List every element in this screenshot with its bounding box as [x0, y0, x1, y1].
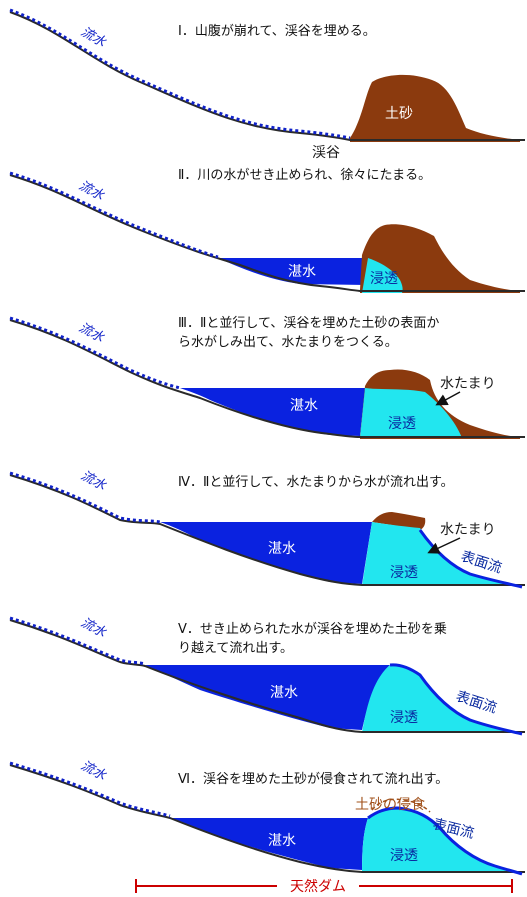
stage-6-reservoir-label: 湛水: [268, 833, 296, 849]
stage-4: Ⅳ．Ⅱと並行して、水たまりから水が流れ出す。 流水 湛水 浸透 水たまり 表面流: [9, 468, 525, 589]
stage-5-flowing-water: [9, 616, 146, 666]
dam-label: 天然ダム: [290, 878, 346, 895]
stage-4-reservoir: [160, 522, 372, 584]
stage-4-flow-label: 流水: [78, 468, 109, 494]
stage-1-sediment-label: 土砂: [385, 106, 413, 122]
stage-5-reservoir: [145, 665, 390, 730]
stage-5-surface-flow: [389, 663, 523, 736]
stage-6-reservoir: [170, 818, 368, 870]
stage-4-seepage-label: 浸透: [390, 565, 418, 581]
stage-6-surface-flow: [367, 806, 523, 876]
stage-3-seepage-label: 浸透: [388, 416, 416, 432]
stage-6: Ⅵ．渓谷を埋めた土砂が侵食されて流れ出す。 流水 湛水 浸透 表面流 土砂の侵食: [9, 758, 525, 876]
stage-4-sediment: [372, 512, 426, 530]
stage-1-ground-line: [9, 11, 525, 141]
stage-6-seepage: [362, 808, 522, 873]
stage-1: Ⅰ．山腹が崩れて、渓谷を埋める。 流水 土砂 渓谷: [9, 8, 525, 161]
stage-2: Ⅱ．川の水がせき止められ、徐々にたまる。 流水 湛水 浸透: [9, 168, 525, 293]
stage-5: Ⅴ．せき止められた水が渓谷を埋めた土砂を乗 り越えて流れ出す。 流水 湛水 浸透…: [9, 615, 525, 736]
stage-5-surface-flow-label: 表面流: [454, 689, 499, 717]
stage-4-pool-arrow: [427, 537, 461, 554]
stage-1-flow-label: 流水: [78, 24, 109, 50]
stage-4-reservoir-label: 湛水: [268, 541, 296, 557]
stage-6-ground-line: [9, 764, 525, 873]
stage-1-valley-label: 渓谷: [312, 145, 340, 161]
stage-2-flow-label: 流水: [76, 178, 107, 204]
stage-3-ground-line: [9, 319, 525, 438]
stage-4-caption-line-1: Ⅳ．Ⅱと並行して、水たまりから水が流れ出す。: [178, 475, 454, 490]
stage-3-pool-arrow: [435, 391, 461, 406]
stage-2-reservoir: [218, 258, 368, 285]
stage-5-flow-label: 流水: [78, 615, 109, 641]
stage-5-reservoir-label: 湛水: [270, 685, 298, 701]
stage-1-flowing-water: [9, 8, 351, 140]
stage-5-caption-line-1: Ⅴ．せき止められた水が渓谷を埋めた土砂を乗: [178, 622, 447, 637]
stage-2-reservoir-label: 湛水: [288, 264, 316, 280]
stage-3-pool-label: 水たまり: [440, 376, 496, 392]
stage-6-flow-label: 流水: [78, 758, 109, 784]
stage-6-erosion-label: 土砂の侵食: [355, 796, 425, 813]
dam-label-background: [277, 876, 359, 896]
stage-4-pool-label: 水たまり: [440, 522, 496, 538]
stage-4-seepage: [362, 522, 522, 586]
stage-6-caption-line-1: Ⅵ．渓谷を埋めた土砂が侵食されて流れ出す。: [178, 771, 448, 787]
stage-5-ground-line: [9, 619, 525, 733]
stage-3-flowing-water: [9, 316, 181, 390]
stage-6-erosion-outline: [371, 798, 431, 813]
stage-5-seepage: [362, 664, 522, 733]
stage-3-caption-line-2: ら水がしみ出て、水たまりをつくる。: [178, 335, 398, 350]
stage-3-seepage: [360, 388, 462, 438]
stage-1-sediment: [350, 74, 520, 142]
stage-2-ground-line: [9, 174, 525, 292]
stage-2-seepage: [362, 258, 403, 293]
natural-dam-span: 天然ダム: [135, 876, 513, 896]
stage-2-seepage-label: 浸透: [370, 271, 398, 287]
stage-5-caption-line-2: り越えて流れ出す。: [178, 641, 293, 656]
stage-6-seepage-label: 浸透: [390, 848, 418, 864]
stage-3-caption-line-1: Ⅲ．Ⅱと並行して、渓谷を埋めた土砂の表面か: [178, 316, 439, 331]
stage-2-flowing-water: [9, 171, 219, 259]
stage-4-ground-line: [9, 474, 525, 586]
stage-3-reservoir: [180, 388, 365, 436]
stage-4-flowing-water: [9, 471, 161, 524]
stage-3: Ⅲ．Ⅱと並行して、渓谷を埋めた土砂の表面か ら水がしみ出て、水たまりをつくる。 …: [9, 316, 525, 439]
stage-3-flow-label: 流水: [76, 320, 107, 346]
stage-2-caption-line-1: Ⅱ．川の水がせき止められ、徐々にたまる。: [178, 168, 431, 183]
stage-6-flowing-water: [9, 761, 171, 818]
stage-1-caption-line-1: Ⅰ．山腹が崩れて、渓谷を埋める。: [178, 23, 376, 39]
stage-3-reservoir-label: 湛水: [290, 398, 318, 414]
stage-5-seepage-label: 浸透: [390, 710, 418, 726]
stage-2-sediment: [360, 224, 520, 293]
